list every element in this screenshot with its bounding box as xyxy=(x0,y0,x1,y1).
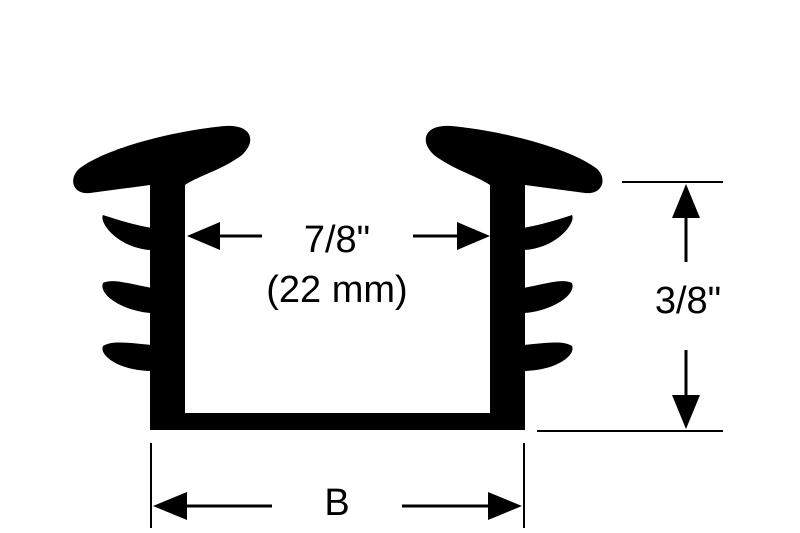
inner-width-dimension xyxy=(187,222,490,250)
channel-bottom xyxy=(150,413,525,430)
height-dimension xyxy=(537,181,723,432)
left-top-lip xyxy=(73,125,251,194)
height-label: 3/8" xyxy=(655,280,721,322)
left-wall xyxy=(150,180,185,430)
base-left-arrowhead xyxy=(153,492,187,520)
inner-width-metric-label: (22 mm) xyxy=(266,269,407,311)
left-fin-1 xyxy=(102,215,152,250)
left-fin-3 xyxy=(102,342,152,371)
base-width-label: B xyxy=(324,482,349,524)
inner-width-label: 7/8" xyxy=(304,219,370,261)
base-width-dimension xyxy=(150,443,525,528)
right-fin-1 xyxy=(523,215,573,250)
height-down-arrowhead xyxy=(672,395,700,429)
inner-width-right-arrowhead xyxy=(457,222,490,250)
left-fin-2 xyxy=(102,281,152,313)
channel-profile xyxy=(73,125,603,430)
base-right-arrowhead xyxy=(488,492,522,520)
inner-width-left-arrowhead xyxy=(187,222,220,250)
right-top-lip xyxy=(425,125,603,194)
right-fin-3 xyxy=(523,342,573,371)
right-wall xyxy=(490,180,525,430)
height-up-arrowhead xyxy=(672,184,700,218)
right-fin-2 xyxy=(523,281,573,313)
